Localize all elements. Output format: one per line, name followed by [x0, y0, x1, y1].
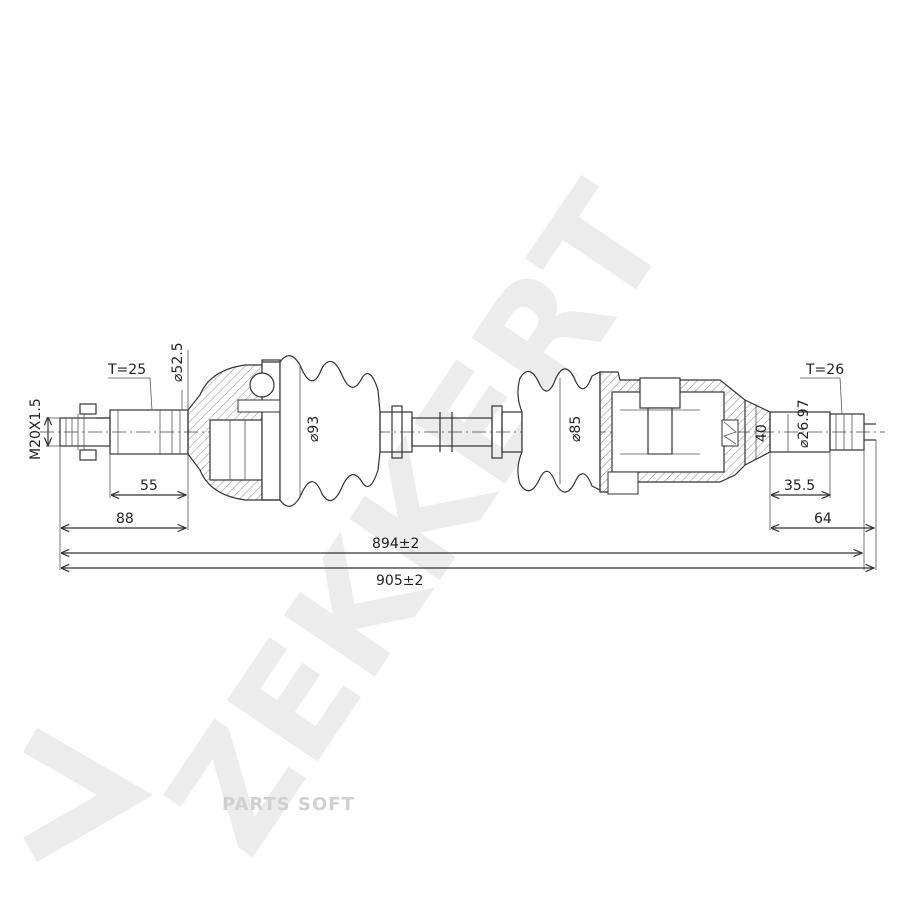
- right-stub-shaft: [769, 411, 876, 453]
- inner-tripod-joint: [599, 371, 771, 495]
- thread-label: M20X1.5: [28, 398, 44, 460]
- watermark-text: ZEKKERT: [135, 158, 703, 883]
- len-55-label: 55: [140, 478, 158, 494]
- dia-40-label: 40: [754, 424, 770, 442]
- len-64-label: 64: [814, 511, 832, 527]
- inner-boot: [517, 368, 601, 493]
- dia-85-label: ⌀85: [568, 416, 584, 442]
- watermark-chevron-icon: [22, 727, 153, 863]
- outer-cv-joint: [187, 359, 281, 501]
- dimension-labels: M20X1.5 T=25 ⌀52.5 ⌀93 55 88 894±2 905±2…: [28, 342, 844, 589]
- len-35-5-label: 35.5: [784, 478, 815, 494]
- t-right-label: T=26: [805, 362, 844, 378]
- dimension-lines: [46, 350, 877, 570]
- len-894-label: 894±2: [372, 536, 419, 552]
- dia-52-5-label: ⌀52.5: [170, 342, 186, 382]
- dia-26-97-label: ⌀26.97: [796, 399, 812, 448]
- dia-93-label: ⌀93: [306, 416, 322, 442]
- len-905-label: 905±2: [376, 573, 423, 589]
- left-stub-shaft: [59, 403, 189, 461]
- len-88-label: 88: [116, 511, 134, 527]
- brand-label: PARTS SOFT: [222, 794, 355, 815]
- t-left-label: T=25: [107, 362, 146, 378]
